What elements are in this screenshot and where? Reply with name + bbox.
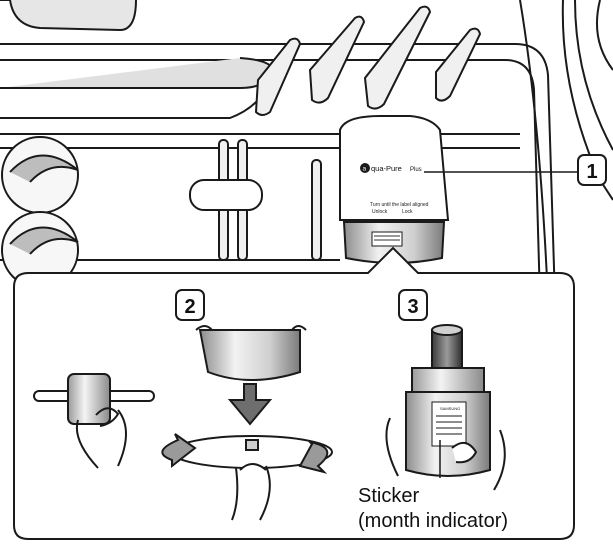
filter-instruction: Turn until the label aligned xyxy=(370,202,429,208)
rotate-arrow-right-icon xyxy=(298,440,329,474)
filter-brand-suffix: Plus xyxy=(410,167,422,173)
sticker-caption-line2: (month indicator) xyxy=(358,510,508,532)
callout-2-badge: 2 xyxy=(175,289,205,321)
callout-3-label: 3 xyxy=(407,296,418,318)
filter-lock-label: Lock xyxy=(402,209,413,215)
filter-unlock-label: Unlock xyxy=(372,209,388,215)
vent-grill-left xyxy=(1,136,79,289)
callout-1-label: 1 xyxy=(586,161,597,183)
callout-3-badge: 3 xyxy=(398,289,428,321)
filter-insertion-illustration xyxy=(161,325,333,521)
rotate-arrow-left-icon xyxy=(161,433,197,469)
callout-1-badge: 1 xyxy=(577,154,607,186)
installed-filter: a qua-Pure Plus Turn until the label ali… xyxy=(339,115,450,264)
brand-mark: a xyxy=(363,166,367,173)
brand-logo-icon xyxy=(360,163,370,173)
sticker-caption-line1: Sticker xyxy=(358,485,419,507)
filter-brand: qua-Pure xyxy=(371,164,402,173)
new-filter-sticker-illustration: SAMSUNG xyxy=(385,324,506,491)
fridge-slots xyxy=(189,5,482,261)
fridge-interior xyxy=(0,0,613,301)
arrow-down-icon xyxy=(227,383,273,426)
sticker-maker: SAMSUNG xyxy=(440,406,460,411)
callout-2-label: 2 xyxy=(184,296,195,318)
cap-removal-illustration xyxy=(33,373,155,469)
